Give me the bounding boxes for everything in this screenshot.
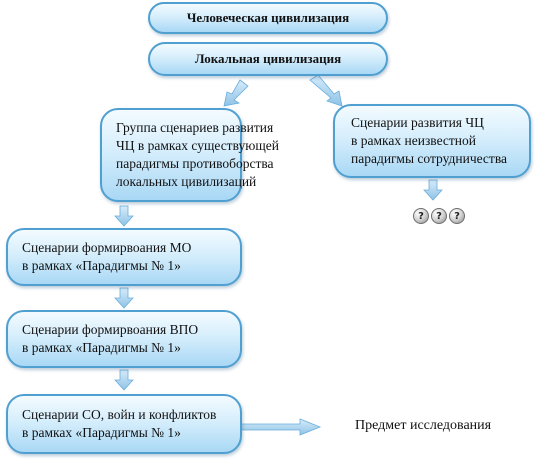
conflict-scenarios-line-1: Сценарии СО, войн и конфликтов (22, 407, 217, 422)
cooperation-scenarios-box: Сценарии развития ЧЦ в рамках неизвестно… (333, 104, 531, 178)
vpo-scenarios-line-1: Сценарии формирвоания ВПО (22, 322, 199, 337)
research-subject-label: Предмет исследования (355, 418, 492, 433)
arrow-to-unknown (423, 179, 443, 201)
cooperation-scenarios-line-1: Сценарии развития ЧЦ (351, 115, 484, 130)
local-civilization-label: Локальная цивилизация (194, 51, 342, 66)
group-scenarios-line-4: локальных цивилизаций (116, 174, 257, 189)
cooperation-scenarios-line-3: парадигмы сотрудничества (351, 151, 508, 166)
group-scenarios-line-1: Группа сценариев развития (116, 120, 274, 135)
conflict-scenarios-line-2: в рамках «Парадигмы № 1» (22, 425, 181, 440)
local-civilization-box: Локальная цивилизация (148, 42, 388, 76)
vpo-scenarios-box: Сценарии формирвоания ВПО в рамках «Пара… (6, 310, 242, 368)
arrow-to-vpo-scenarios (114, 287, 134, 309)
mo-scenarios-line-1: Сценарии формирвоания МО (22, 240, 192, 255)
group-scenarios-line-2: ЧЦ в рамках существующей (116, 138, 279, 153)
mo-scenarios-box: Сценарии формирвоания МО в рамках «Парад… (6, 228, 242, 286)
arrow-to-group-scenarios (223, 79, 249, 107)
human-civilization-label: Человеческая цивилизация (186, 10, 350, 25)
arrow-to-cooperation-scenarios (309, 74, 343, 107)
unknown-marker-1: ? (413, 208, 429, 224)
conflict-scenarios-box: Сценарии СО, войн и конфликтов в рамках … (6, 394, 242, 454)
mo-scenarios-line-2: в рамках «Парадигмы № 1» (22, 258, 181, 273)
group-scenarios-box: Группа сценариев развития ЧЦ в рамках су… (100, 108, 279, 202)
unknown-marker-3: ? (449, 208, 465, 224)
arrow-to-conflict-scenarios (114, 369, 134, 391)
unknown-marker-2: ? (431, 208, 447, 224)
arrow-to-mo-scenarios (114, 205, 134, 227)
arrow-to-research-subject (231, 418, 322, 436)
human-civilization-box: Человеческая цивилизация (148, 2, 388, 34)
cooperation-scenarios-line-2: в рамках неизвестной (351, 133, 476, 148)
group-scenarios-line-3: парадигмы противоборства (116, 156, 274, 171)
vpo-scenarios-line-2: в рамках «Парадигмы № 1» (22, 340, 181, 355)
